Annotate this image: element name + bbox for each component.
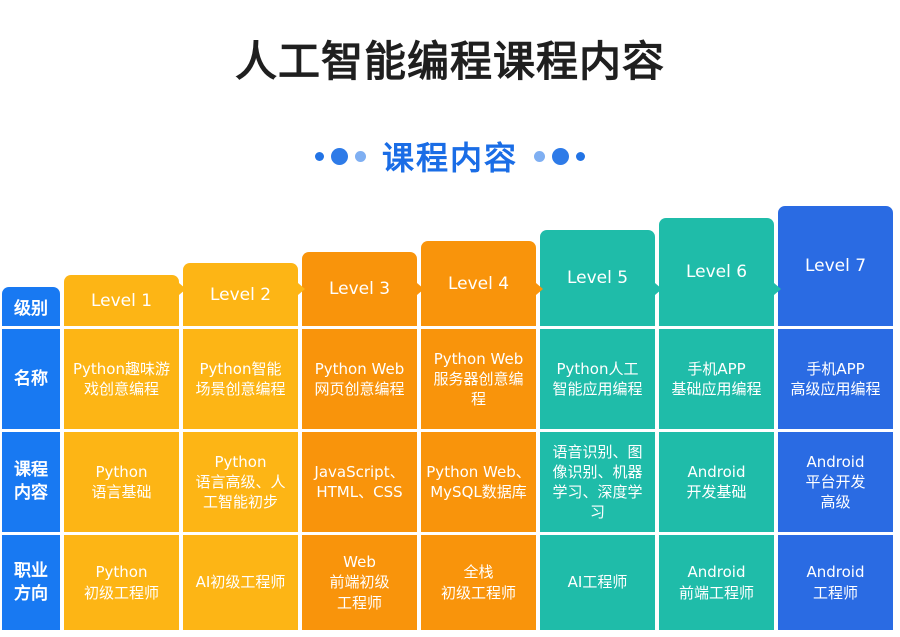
dot-icon <box>534 150 545 162</box>
content-cell: 语音识别、图 像识别、机器 学习、深度学 习 <box>540 432 655 532</box>
column-level-2: Level 2 Python智能 场景创意编程 Python 语言高级、人 工智… <box>183 204 305 630</box>
column-level-5: Level 5 Python人工 智能应用编程 语音识别、图 像识别、机器 学习… <box>540 204 662 630</box>
content-cell: Python Web、 MySQL数据库 <box>421 432 536 532</box>
name-cell: Python趣味游 戏创意编程 <box>64 329 179 429</box>
chevron-right-icon <box>536 283 543 295</box>
course-level-table: 级别 名称 课程 内容 职业 方向 Level 1 Python趣味游 戏创意编… <box>0 204 900 630</box>
dot-icon <box>576 151 585 161</box>
career-cell: AI初级工程师 <box>183 535 298 630</box>
chevron-right-icon <box>179 283 186 295</box>
level-7-label: Level 7 <box>804 256 867 276</box>
career-cell: Web 前端初级 工程师 <box>302 535 417 630</box>
right-dots-decoration <box>534 147 585 165</box>
level-4-label: Level 4 <box>447 273 510 294</box>
level-6-label: Level 6 <box>685 262 748 282</box>
column-level-1: Level 1 Python趣味游 戏创意编程 Python 语言基础 Pyth… <box>64 204 186 630</box>
row-header-content: 课程 内容 <box>2 432 60 532</box>
row-header-column: 级别 名称 课程 内容 职业 方向 <box>2 204 60 630</box>
career-cell: 全栈 初级工程师 <box>421 535 536 630</box>
section-header: 课程内容 <box>0 133 900 179</box>
row-header-level: 级别 <box>2 287 60 326</box>
dot-icon <box>314 151 324 161</box>
content-cell: Android 开发基础 <box>659 432 774 532</box>
career-cell: Python 初级工程师 <box>64 535 179 630</box>
page-title: 人工智能编程课程内容 <box>234 37 665 86</box>
content-cell: Python 语言基础 <box>64 432 179 532</box>
name-cell: Python Web 网页创意编程 <box>302 329 417 429</box>
dot-icon <box>552 147 569 165</box>
level-4-header: Level 4 <box>421 241 543 326</box>
column-level-6: Level 6 手机APP 基础应用编程 Android 开发基础 Androi… <box>659 204 781 630</box>
column-level-7: Level 7 手机APP 高级应用编程 Android 平台开发 高级 And… <box>778 204 893 630</box>
left-dots-decoration <box>314 147 366 165</box>
career-cell: Android 工程师 <box>778 535 893 630</box>
chevron-right-icon <box>417 283 424 295</box>
level-3-label: Level 3 <box>328 279 391 299</box>
career-cell: AI工程师 <box>540 535 655 630</box>
content-cell: Android 平台开发 高级 <box>778 432 893 532</box>
level-6-header: Level 6 <box>659 218 781 326</box>
column-level-3: Level 3 Python Web 网页创意编程 JavaScript、 HT… <box>302 204 424 630</box>
chevron-right-icon <box>774 283 781 295</box>
level-2-label: Level 2 <box>209 284 272 305</box>
level-3-header: Level 3 <box>302 252 424 326</box>
level-1-label: Level 1 <box>90 290 153 311</box>
level-2-header: Level 2 <box>183 263 305 326</box>
level-5-header: Level 5 <box>540 230 662 326</box>
level-5-label: Level 5 <box>566 268 629 288</box>
content-cell: Python 语言高级、人 工智能初步 <box>183 432 298 532</box>
chevron-right-icon <box>655 283 662 295</box>
dot-icon <box>354 150 366 162</box>
content-cell: JavaScript、 HTML、CSS <box>302 432 417 532</box>
name-cell: 手机APP 基础应用编程 <box>659 329 774 429</box>
name-cell: Python智能 场景创意编程 <box>183 329 298 429</box>
row-header-career: 职业 方向 <box>2 535 60 630</box>
section-title: 课程内容 <box>381 139 518 177</box>
dot-icon <box>330 147 348 165</box>
level-7-header: Level 7 <box>778 206 893 326</box>
row-header-name: 名称 <box>2 329 60 429</box>
name-cell: 手机APP 高级应用编程 <box>778 329 893 429</box>
career-cell: Android 前端工程师 <box>659 535 774 630</box>
name-cell: Python Web 服务器创意编 程 <box>421 329 536 429</box>
chevron-right-icon <box>298 283 305 295</box>
column-level-4: Level 4 Python Web 服务器创意编 程 Python Web、 … <box>421 204 543 630</box>
name-cell: Python人工 智能应用编程 <box>540 329 655 429</box>
level-1-header: Level 1 <box>64 275 186 326</box>
